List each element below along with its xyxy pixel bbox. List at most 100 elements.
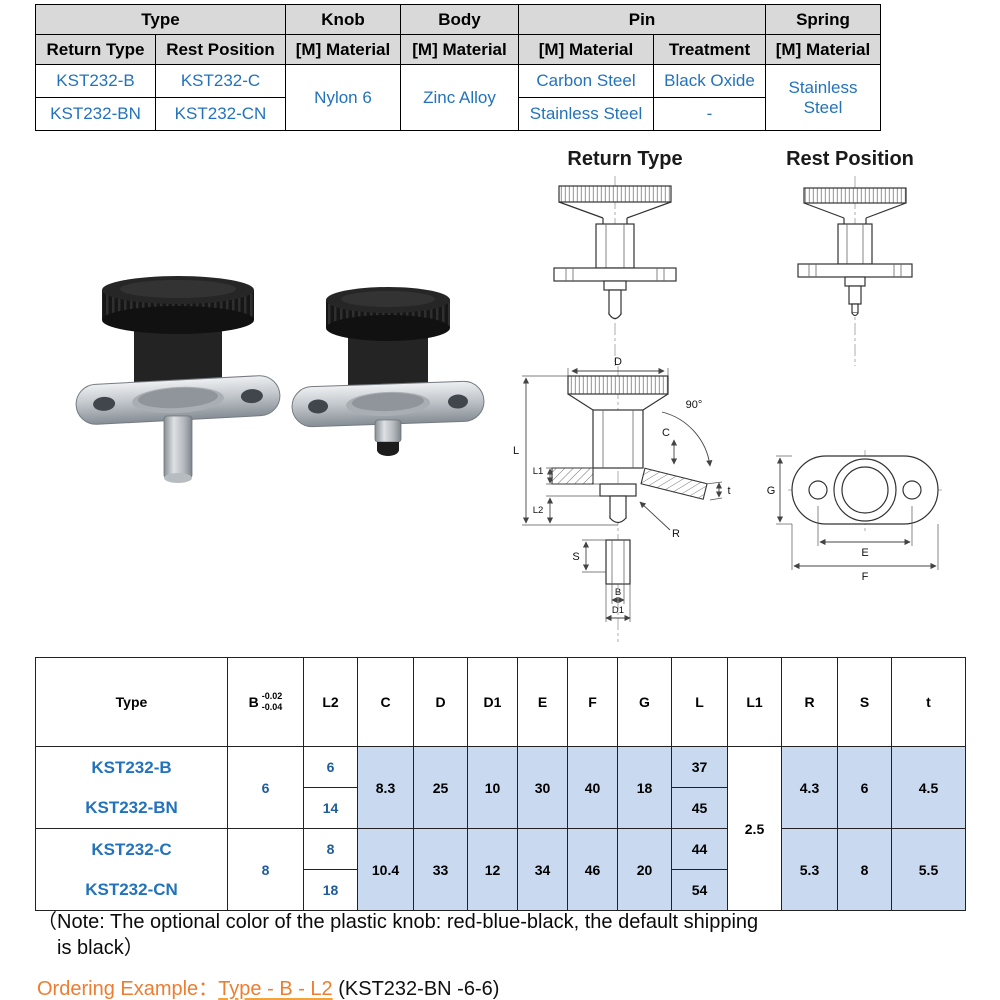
dim-header-f: F [567, 657, 618, 747]
dim-header-b: B -0.02 -0.04 [227, 657, 304, 747]
ordering-prefix: Ordering Example： [37, 978, 219, 1000]
cell-e-group2: 34 [517, 828, 568, 911]
dim-header-s: S [837, 657, 892, 747]
cell-return-type-2: KST232-BN [35, 97, 156, 131]
header-knob-material: [M] Material [285, 34, 401, 65]
type-kst232-c: KST232-C [91, 839, 172, 859]
dim-header-e: E [517, 657, 568, 747]
cell-s-group2: 8 [837, 828, 892, 911]
rest-position-drawing [797, 176, 913, 366]
cell-t-group1: 4.5 [891, 746, 966, 829]
cell-g-group1: 18 [617, 746, 672, 829]
dim-label-g: G [767, 485, 776, 497]
cell-e-group1: 30 [517, 746, 568, 829]
cell-spring-material: Stainless Steel [765, 64, 881, 131]
header-spring-group: Spring [765, 4, 881, 35]
dim-label-l: L [513, 445, 519, 457]
dim-header-b-letter: B [248, 694, 259, 710]
cell-c-group1: 8.3 [357, 746, 414, 829]
cell-r-group1: 4.3 [781, 746, 838, 829]
rest-position-title: Rest Position [786, 148, 914, 170]
header-body-group: Body [400, 4, 519, 35]
cell-g-group2: 20 [617, 828, 672, 911]
cell-d1-group1: 10 [467, 746, 518, 829]
header-pin-material: [M] Material [518, 34, 654, 65]
dim-header-l1: L1 [727, 657, 782, 747]
cell-l2-g1r2: 14 [303, 787, 358, 829]
cell-r-group2: 5.3 [781, 828, 838, 911]
ordering-example: Ordering Example：Type - B - L2 (KST232-B… [37, 972, 499, 1000]
cell-treatment-2: - [653, 97, 766, 131]
cell-s-group1: 6 [837, 746, 892, 829]
cell-l2-g2r2: 18 [303, 869, 358, 911]
dim-label-b: B [615, 587, 621, 598]
cell-l2-g2r1: 8 [303, 828, 358, 870]
dim-header-r: R [781, 657, 838, 747]
ordering-formula: Type - B - L2 [218, 978, 333, 1000]
dim-header-c: C [357, 657, 414, 747]
type-kst232-bn: KST232-BN [85, 797, 178, 817]
flange-top-view-drawing: G E F [767, 450, 942, 583]
cell-l-g1r2: 45 [671, 787, 728, 829]
cell-f-group1: 40 [567, 746, 618, 829]
cell-d1-group2: 12 [467, 828, 518, 911]
dim-label-angle: 90° [686, 399, 703, 411]
dim-label-f: F [862, 571, 869, 583]
dim-header-d1: D1 [467, 657, 518, 747]
dim-label-d: D [614, 356, 622, 368]
cell-rest-position-1: KST232-C [155, 64, 286, 98]
header-body-material: [M] Material [400, 34, 519, 65]
plunger-long-pin [75, 276, 281, 483]
return-type-drawing [553, 176, 677, 366]
header-pin-group: Pin [518, 4, 766, 35]
cell-t-group2: 5.5 [891, 828, 966, 911]
dim-label-r: R [672, 528, 680, 540]
note: （Note: The optional color of the plastic… [37, 909, 962, 962]
dim-label-e: E [861, 547, 868, 559]
plunger-short-pin [291, 287, 485, 456]
cell-b-group1: 6 [227, 746, 304, 829]
dim-label-t: t [727, 485, 730, 497]
b-tolerance-upper: -0.02 [261, 691, 283, 702]
note-line-2: is black） [57, 937, 144, 960]
product-photo [75, 276, 485, 483]
cell-l-g2r2: 54 [671, 869, 728, 911]
cell-d-group2: 33 [413, 828, 468, 911]
type-kst232-b: KST232-B [91, 757, 172, 777]
dim-header-g: G [617, 657, 672, 747]
dim-label-c: C [662, 427, 670, 439]
type-cell-group2: KST232-C KST232-CN [35, 828, 228, 911]
type-cell-group1: KST232-B KST232-BN [35, 746, 228, 829]
cell-b-group2: 8 [227, 828, 304, 911]
cell-return-type-1: KST232-B [35, 64, 156, 98]
dim-label-s: S [572, 551, 579, 563]
header-spring-material: [M] Material [765, 34, 881, 65]
header-type-group: Type [35, 4, 286, 35]
section-drawing: D 90° C t R L [513, 356, 731, 642]
header-rest-position: Rest Position [155, 34, 286, 65]
cell-rest-position-2: KST232-CN [155, 97, 286, 131]
materials-table: Type Knob Body Pin Spring Return Type Re… [35, 4, 881, 131]
dim-label-l2: L2 [533, 505, 544, 516]
cell-pin-material-1: Carbon Steel [518, 64, 654, 98]
cell-l-g2r1: 44 [671, 828, 728, 870]
header-return-type: Return Type [35, 34, 156, 65]
cell-l-g1r1: 37 [671, 746, 728, 788]
header-knob-group: Knob [285, 4, 401, 35]
dim-header-l: L [671, 657, 728, 747]
type-kst232-cn: KST232-CN [85, 879, 178, 899]
dim-label-l1: L1 [533, 466, 544, 477]
cell-knob-material: Nylon 6 [285, 64, 401, 131]
dimensions-table: Type B -0.02 -0.04 L2 C D D1 E F G L L1 … [35, 657, 966, 911]
cell-treatment-1: Black Oxide [653, 64, 766, 98]
dim-label-d1: D1 [612, 605, 624, 616]
dim-header-type: Type [35, 657, 228, 747]
cell-body-material: Zinc Alloy [400, 64, 519, 131]
header-treatment: Treatment [653, 34, 766, 65]
b-tolerance-lower: -0.04 [261, 702, 283, 712]
ordering-value: (KST232-BN -6-6) [338, 978, 500, 1000]
dim-header-t: t [891, 657, 966, 747]
dim-header-l2: L2 [303, 657, 358, 747]
cell-pin-material-2: Stainless Steel [518, 97, 654, 131]
